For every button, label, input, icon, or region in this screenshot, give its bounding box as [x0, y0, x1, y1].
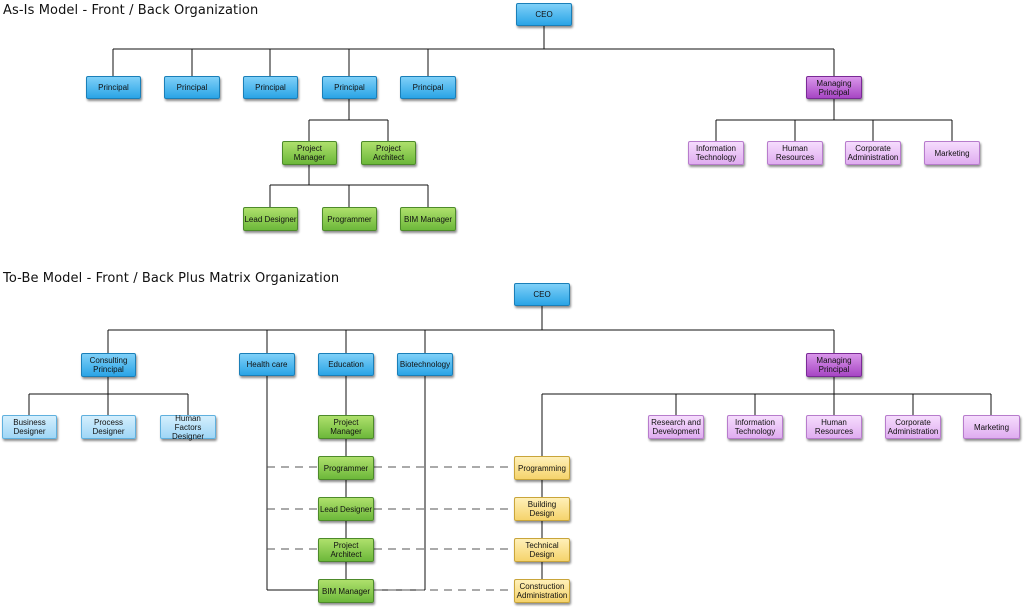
asis-corporate-administration-box[interactable]: Corporate Administration — [845, 141, 901, 165]
tobe-programming-box[interactable]: Programming — [514, 456, 570, 480]
tobe-human-resources-box[interactable]: Human Resources — [806, 415, 862, 439]
to-be-title: To-Be Model - Front / Back Plus Matrix O… — [3, 271, 340, 286]
asis-programmer-box[interactable]: Programmer — [322, 207, 377, 231]
asis-project-manager-box[interactable]: Project Manager — [282, 141, 337, 165]
tobe-biotechnology-box[interactable]: Biotechnology — [397, 353, 453, 376]
asis-lead-designer-box[interactable]: Lead Designer — [243, 207, 298, 231]
tobe-research-development-box[interactable]: Research and Development — [648, 415, 704, 439]
asis-marketing-box[interactable]: Marketing — [924, 141, 980, 165]
asis-principal-3-box[interactable]: Principal — [243, 76, 298, 99]
asis-principal-5-box[interactable]: Principal — [400, 76, 456, 99]
tobe-lead-designer-box[interactable]: Lead Designer — [318, 497, 374, 521]
asis-managing-principal-box[interactable]: Managing Principal — [806, 76, 862, 99]
tobe-building-design-box[interactable]: Building Design — [514, 497, 570, 521]
tobe-technical-design-box[interactable]: Technical Design — [514, 538, 570, 562]
asis-bim-manager-box[interactable]: BIM Manager — [400, 207, 456, 231]
asis-principal-4-box[interactable]: Principal — [322, 76, 377, 99]
tobe-process-designer-box[interactable]: Process Designer — [81, 415, 136, 439]
as-is-title: As-Is Model - Front / Back Organization — [3, 3, 259, 18]
asis-information-technology-box[interactable]: Information Technology — [688, 141, 744, 165]
asis-principal-2-box[interactable]: Principal — [164, 76, 220, 99]
asis-principal-1-box[interactable]: Principal — [86, 76, 141, 99]
tobe-construction-administration-box[interactable]: Construction Administration — [514, 579, 570, 603]
tobe-managing-principal-box[interactable]: Managing Principal — [806, 353, 862, 377]
tobe-consulting-principal-box[interactable]: Consulting Principal — [81, 353, 136, 377]
tobe-human-factors-designer-box[interactable]: Human Factors Designer — [160, 414, 216, 441]
tobe-project-architect-box[interactable]: Project Architect — [318, 538, 374, 562]
asis-ceo-box[interactable]: CEO — [516, 3, 572, 26]
tobe-project-manager-box[interactable]: Project Manager — [318, 415, 374, 439]
asis-project-architect-box[interactable]: Project Architect — [361, 141, 416, 165]
tobe-corporate-administration-box[interactable]: Corporate Administration — [885, 415, 941, 439]
tobe-bim-manager-box[interactable]: BIM Manager — [318, 579, 374, 603]
tobe-business-designer-box[interactable]: Business Designer — [2, 415, 57, 439]
tobe-marketing-box[interactable]: Marketing — [963, 415, 1020, 439]
tobe-programmer-box[interactable]: Programmer — [318, 456, 374, 480]
asis-human-resources-box[interactable]: Human Resources — [767, 141, 823, 165]
tobe-information-technology-box[interactable]: Information Technology — [727, 415, 783, 439]
tobe-education-box[interactable]: Education — [318, 353, 374, 376]
tobe-ceo-box[interactable]: CEO — [514, 283, 570, 306]
tobe-health-care-box[interactable]: Health care — [239, 353, 295, 376]
